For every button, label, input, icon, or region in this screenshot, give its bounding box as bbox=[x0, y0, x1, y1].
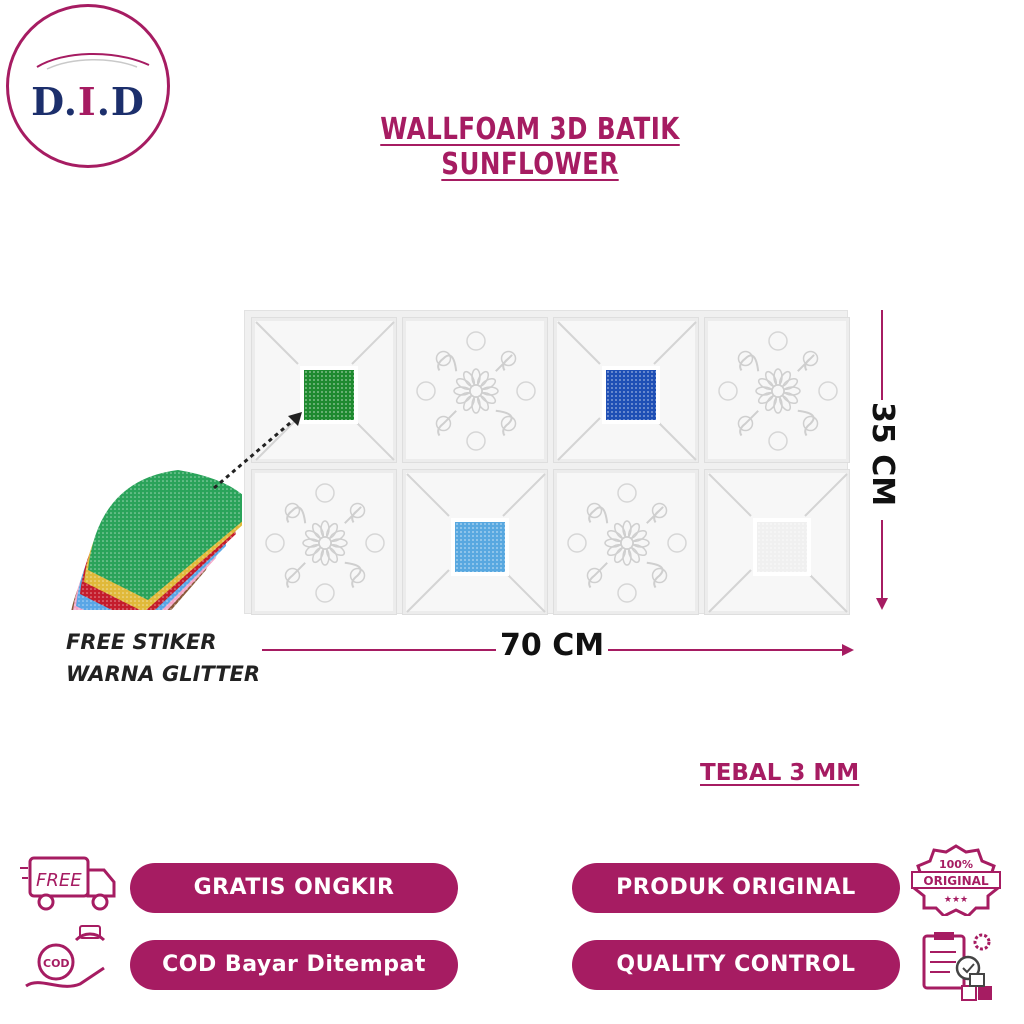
original-pct: 100% bbox=[939, 858, 973, 871]
batik-flower-icon bbox=[265, 483, 385, 603]
logo-swoosh-icon bbox=[36, 52, 150, 70]
batik-flower-icon bbox=[567, 483, 687, 603]
sticker-line-2: WARNA GLITTER bbox=[66, 662, 261, 686]
flower-tile bbox=[704, 317, 850, 463]
sticker-label: FREE STIKER WARNA GLITTER bbox=[66, 626, 266, 690]
cod-icon-text: COD bbox=[43, 957, 70, 970]
sticker-pointer-arrow bbox=[213, 412, 302, 490]
thickness-label: TEBAL 3 MM bbox=[700, 760, 860, 786]
logo-suffix: .D bbox=[96, 79, 145, 124]
flower-tile bbox=[251, 469, 397, 615]
original-stars: ★★★ bbox=[944, 895, 968, 905]
product-title: WALLFOAM 3D BATIK SUNFLOWER bbox=[380, 112, 680, 182]
height-label: 35 CM bbox=[865, 402, 900, 507]
frame-tile bbox=[251, 317, 397, 463]
quality-checklist-icon bbox=[922, 932, 992, 1001]
glitter-square bbox=[602, 366, 660, 424]
flower-tile bbox=[402, 317, 548, 463]
logo-prefix: D. bbox=[31, 79, 78, 124]
glitter-square bbox=[753, 518, 811, 576]
original-stamp-icon: 100% ORIGINAL ★★★ bbox=[911, 844, 1001, 916]
height-label-bg bbox=[858, 400, 898, 520]
frame-bevel-icon bbox=[708, 473, 848, 613]
glitter-square bbox=[451, 518, 509, 576]
flower-tile bbox=[553, 469, 699, 615]
frame-bevel-icon bbox=[406, 473, 546, 613]
gratis-ongkir-badge: GRATIS ONGKIR bbox=[130, 863, 458, 913]
wallfoam-panel bbox=[244, 310, 850, 615]
batik-flower-icon bbox=[718, 331, 838, 451]
sticker-sparkle bbox=[88, 470, 242, 600]
width-label: 70 CM bbox=[496, 628, 609, 663]
original-word: ORIGINAL bbox=[923, 874, 989, 888]
batik-flower-icon bbox=[416, 331, 536, 451]
quality-control-badge: QUALITY CONTROL bbox=[572, 940, 900, 990]
frame-tile bbox=[553, 317, 699, 463]
frame-bevel-icon bbox=[557, 321, 697, 461]
cod-badge: COD Bayar Ditempat bbox=[130, 940, 458, 990]
logo-mid: I bbox=[77, 79, 97, 124]
frame-tile bbox=[402, 469, 548, 615]
brand-logo: D.I.D bbox=[6, 4, 170, 168]
cod-hand-icon: COD bbox=[25, 925, 106, 988]
frame-tile bbox=[704, 469, 850, 615]
sticker-line-1: FREE STIKER bbox=[66, 630, 217, 654]
logo-text: D.I.D bbox=[9, 79, 167, 124]
free-icon-text: FREE bbox=[36, 870, 82, 891]
free-truck-icon: FREE bbox=[20, 856, 116, 911]
glitter-square bbox=[300, 366, 358, 424]
frame-bevel-icon bbox=[255, 321, 395, 461]
produk-original-badge: PRODUK ORIGINAL bbox=[572, 863, 900, 913]
glitter-sticker-stack bbox=[71, 470, 242, 610]
